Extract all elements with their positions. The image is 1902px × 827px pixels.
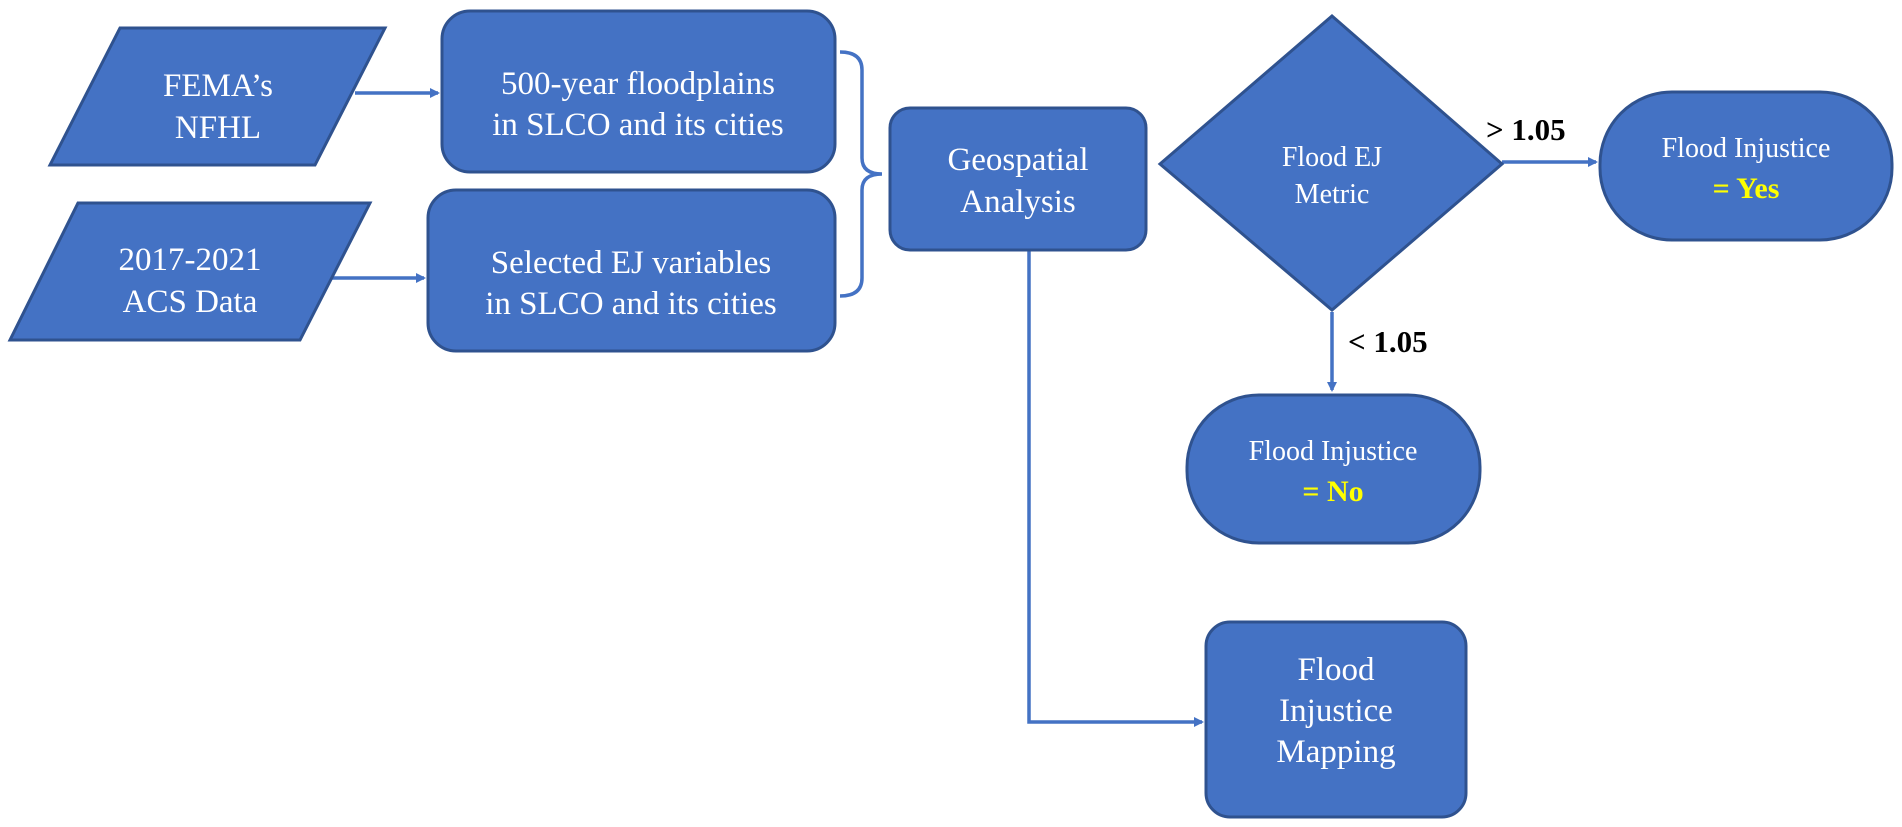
mapping-line1: Flood (1297, 652, 1375, 688)
geospatial-analysis-node: Geospatial Analysis (888, 106, 1148, 252)
floodplains-line2: in SLCO and its cities (492, 107, 784, 143)
injustice-no-result: = No (1302, 475, 1363, 508)
mapping-line2: Injustice (1279, 693, 1393, 729)
injustice-yes-line1: Flood Injustice (1662, 133, 1831, 164)
condition-greater-label: > 1.05 (1486, 112, 1566, 147)
flood-injustice-no-node: Flood Injustice = No (1185, 393, 1482, 545)
floodplains-line1: 500-year floodplains (501, 66, 775, 102)
injustice-no-line1: Flood Injustice (1249, 436, 1418, 467)
metric-line2: Metric (1295, 179, 1370, 210)
fema-line2: NFHL (175, 110, 261, 146)
geospatial-line2: Analysis (960, 184, 1076, 220)
acs-line2: ACS Data (123, 284, 258, 320)
bracket-inputs-to-geospatial (839, 50, 883, 298)
flood-injustice-mapping-node: Flood Injustice Mapping (1204, 620, 1468, 819)
ej-variables-line1: Selected EJ variables (491, 245, 771, 281)
mapping-line3: Mapping (1276, 734, 1395, 770)
ej-variables-node: Selected EJ variables in SLCO and its ci… (426, 188, 837, 353)
metric-line1: Flood EJ (1282, 142, 1382, 173)
acs-data-node: 2017-2021 ACS Data (7, 201, 373, 342)
fema-nfhl-node: FEMA’s NFHL (47, 26, 388, 167)
arrow-geospatial-to-mapping (1027, 250, 1204, 727)
geospatial-line1: Geospatial (947, 142, 1088, 178)
flood-injustice-yes-node: Flood Injustice = Yes (1598, 90, 1894, 242)
floodplains-node: 500-year floodplains in SLCO and its cit… (440, 9, 837, 174)
acs-line1: 2017-2021 (119, 242, 262, 278)
ej-variables-line2: in SLCO and its cities (485, 286, 777, 322)
condition-less-label: < 1.05 (1348, 324, 1428, 359)
flood-ej-metric-node: Flood EJ Metric (1157, 14, 1505, 312)
fema-line1: FEMA’s (163, 68, 273, 104)
injustice-yes-result: = Yes (1713, 172, 1780, 205)
